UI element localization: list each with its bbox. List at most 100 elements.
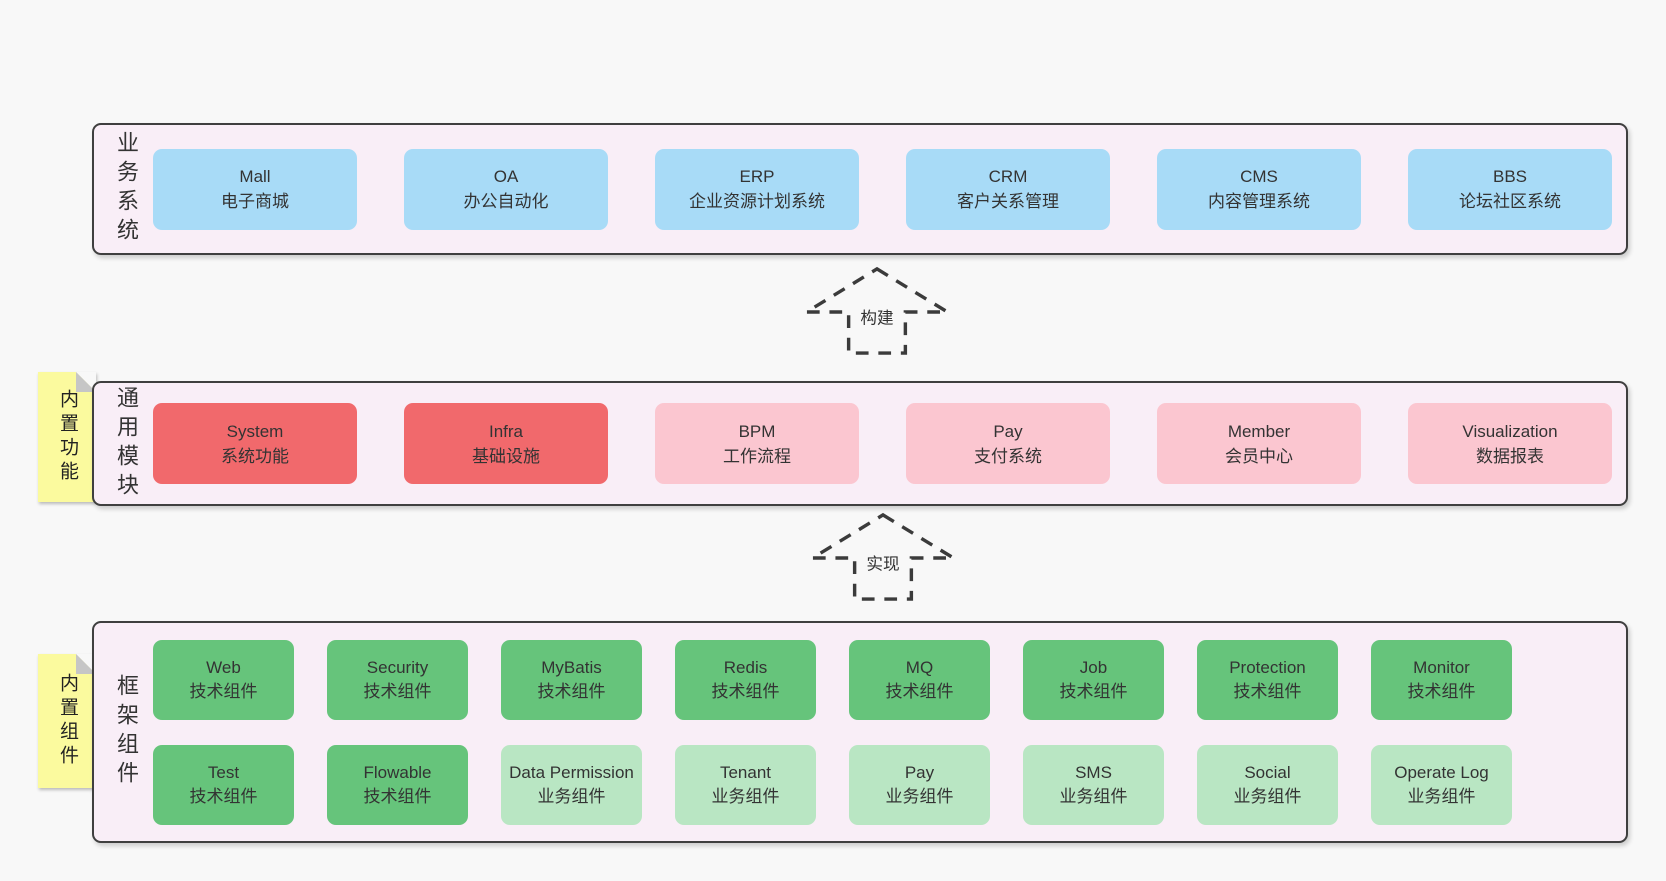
box-subtitle: 技术组件: [363, 681, 432, 701]
sticky-note-label: 内置组件: [57, 673, 78, 769]
box-title: CMS: [1240, 167, 1278, 186]
box-tenant: Tenant 业务组件: [675, 744, 816, 825]
box-title: Security: [366, 657, 429, 677]
box-subtitle: 业务组件: [885, 786, 954, 806]
box-pay-module: Pay 支付系统: [906, 403, 1110, 484]
box-title: MQ: [905, 657, 934, 677]
framework-components-panel: 框架组件 Web 技术组件 Security 技术组件 MyBatis 技术组件…: [92, 621, 1628, 843]
box-title: Member: [1227, 421, 1291, 441]
box-subtitle: 业务组件: [1233, 786, 1302, 806]
box-operate-log: Operate Log 业务组件: [1371, 744, 1512, 825]
box-subtitle: 系统功能: [221, 446, 289, 466]
box-subtitle: 电子商城: [221, 192, 289, 211]
box-title: Pay: [993, 421, 1023, 441]
box-title: CRM: [988, 167, 1028, 186]
box-subtitle: 业务组件: [537, 786, 606, 806]
box-subtitle: 业务组件: [1407, 786, 1476, 806]
box-title: Mall: [239, 167, 271, 186]
box-crm: CRM 客户关系管理: [906, 148, 1110, 230]
box-erp: ERP 企业资源计划系统: [655, 148, 859, 230]
sticky-note-label: 内置功能: [57, 389, 78, 485]
box-visualization: Visualization 数据报表: [1408, 403, 1612, 484]
box-subtitle: 基础设施: [472, 446, 540, 466]
box-monitor: Monitor 技术组件: [1371, 639, 1512, 720]
box-subtitle: 客户关系管理: [957, 192, 1059, 211]
box-subtitle: 数据报表: [1476, 446, 1544, 466]
business-systems-panel: 业务系统 Mall 电子商城 OA 办公自动化 ERP 企业资源计划系统 CRM…: [92, 123, 1628, 255]
box-cms: CMS 内容管理系统: [1157, 148, 1361, 230]
business-systems-box-row: Mall 电子商城 OA 办公自动化 ERP 企业资源计划系统 CRM 客户关系…: [153, 148, 1612, 230]
box-sms: SMS 业务组件: [1023, 744, 1164, 825]
box-security: Security 技术组件: [327, 639, 468, 720]
box-infra: Infra 基础设施: [404, 403, 608, 484]
box-flowable: Flowable 技术组件: [327, 744, 468, 825]
box-subtitle: 技术组件: [1407, 681, 1476, 701]
build-arrow: 构建: [802, 266, 952, 355]
box-title: Operate Log: [1394, 762, 1489, 782]
box-data-permission: Data Permission 业务组件: [501, 744, 642, 825]
box-title: Redis: [723, 657, 768, 677]
box-subtitle: 业务组件: [1059, 786, 1128, 806]
box-title: Pay: [904, 762, 935, 782]
box-system: System 系统功能: [153, 403, 357, 484]
implement-arrow: 实现: [808, 512, 958, 601]
common-modules-box-row: System 系统功能 Infra 基础设施 BPM 工作流程 Pay 支付系统…: [153, 403, 1612, 484]
box-title: ERP: [739, 167, 775, 186]
box-subtitle: 会员中心: [1225, 446, 1293, 466]
box-subtitle: 工作流程: [723, 446, 791, 466]
box-title: OA: [493, 167, 519, 186]
box-title: Test: [207, 762, 240, 782]
box-oa: OA 办公自动化: [404, 148, 608, 230]
box-title: SMS: [1075, 762, 1112, 782]
common-modules-side-label: 通用模块: [114, 385, 139, 502]
box-subtitle: 技术组件: [885, 681, 954, 701]
box-job: Job 技术组件: [1023, 639, 1164, 720]
box-title: Web: [206, 657, 241, 677]
box-subtitle: 支付系统: [974, 446, 1042, 466]
box-subtitle: 业务组件: [711, 786, 780, 806]
box-subtitle: 技术组件: [189, 786, 258, 806]
box-title: BBS: [1492, 167, 1528, 186]
box-mall: Mall 电子商城: [153, 148, 357, 230]
box-title: Monitor: [1413, 657, 1470, 677]
box-subtitle: 办公自动化: [463, 192, 549, 211]
box-title: Visualization: [1462, 421, 1558, 441]
box-redis: Redis 技术组件: [675, 639, 816, 720]
box-member: Member 会员中心: [1157, 403, 1361, 484]
box-title: Social: [1244, 762, 1291, 782]
sticky-note-built-in-features: 内置功能: [38, 372, 96, 502]
box-subtitle: 技术组件: [363, 786, 432, 806]
box-bpm: BPM 工作流程: [655, 403, 859, 484]
up-arrow-icon: [808, 512, 958, 601]
box-bbs: BBS 论坛社区系统: [1408, 148, 1612, 230]
box-subtitle: 技术组件: [1059, 681, 1128, 701]
box-subtitle: 技术组件: [189, 681, 258, 701]
box-subtitle: 技术组件: [1233, 681, 1302, 701]
box-web: Web 技术组件: [153, 639, 294, 720]
build-arrow-label: 构建: [860, 309, 893, 328]
box-title: BPM: [738, 421, 776, 441]
box-subtitle: 论坛社区系统: [1459, 192, 1561, 211]
box-title: Tenant: [719, 762, 772, 782]
framework-components-side-label: 框架组件: [114, 674, 139, 790]
box-title: Infra: [488, 421, 524, 441]
box-mybatis: MyBatis 技术组件: [501, 639, 642, 720]
box-protection: Protection 技术组件: [1197, 639, 1338, 720]
box-subtitle: 企业资源计划系统: [689, 192, 825, 211]
box-subtitle: 内容管理系统: [1208, 192, 1310, 211]
box-test: Test 技术组件: [153, 744, 294, 825]
business-systems-side-label: 业务系统: [114, 131, 139, 247]
box-pay-component: Pay 业务组件: [849, 744, 990, 825]
framework-components-grid: Web 技术组件 Security 技术组件 MyBatis 技术组件 Redi…: [153, 639, 1512, 825]
box-title: Job: [1079, 657, 1108, 677]
box-title: MyBatis: [541, 657, 602, 677]
box-mq: MQ 技术组件: [849, 639, 990, 720]
box-title: System: [226, 421, 284, 441]
box-subtitle: 技术组件: [711, 681, 780, 701]
box-subtitle: 技术组件: [537, 681, 606, 701]
implement-arrow-label: 实现: [866, 555, 899, 574]
box-social: Social 业务组件: [1197, 744, 1338, 825]
common-modules-panel: 通用模块 System 系统功能 Infra 基础设施 BPM 工作流程 Pay…: [92, 381, 1628, 506]
up-arrow-icon: [802, 266, 952, 355]
box-title: Flowable: [363, 762, 432, 782]
